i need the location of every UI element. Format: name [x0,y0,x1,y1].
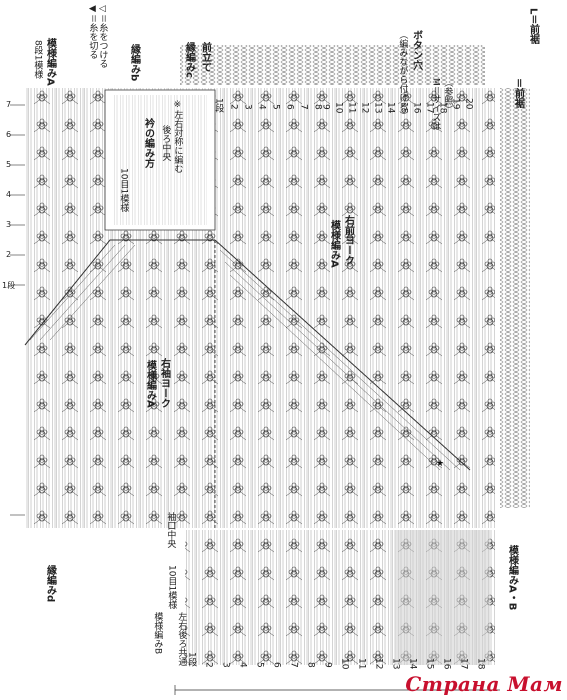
svg-text:★: ★ [436,459,444,469]
row-number-bottom: 15 [424,658,435,670]
row-number-top: 7 [298,104,309,110]
collar-label: 衿の編み方 [142,118,154,168]
row-number-top: 6 [284,104,295,110]
m-label: M＝サイズは [430,78,441,131]
pattern-b-note: 10目1模様 [118,168,129,213]
row-number-top: 9 [320,104,331,110]
row-number-bottom: 4 [237,662,248,668]
row-number-left: 6 [6,130,12,139]
front-hem-label: ＝前裾 [512,78,524,108]
row-number-left: 5 [6,160,12,169]
row-number-bottom: 7 [288,662,299,668]
row-number-top: 19 [450,98,461,110]
right-band-area [500,88,530,508]
row-number-top: 10 [333,102,344,114]
front-band-label: 前立て [199,42,211,72]
row-number-bottom: 2 [203,662,214,668]
center-back-note: 後ろ中央 [160,125,171,161]
l-front-hem-label: L＝前裾 [527,8,539,45]
row-number-bottom: 8 [305,662,316,668]
row-number-bottom: 17 [458,658,469,670]
right-front-yoke-pattern: 模様編みA [328,220,340,268]
pattern-b-bottom-label: 模様編みB [152,612,163,655]
row-number-left: 7 [6,100,12,109]
row-number-top: 8 [312,104,323,110]
row-number-top: 15 [398,102,409,114]
right-sleeve-yoke-pattern: 模様編みA [144,360,156,408]
row-number-top: 12 [359,102,370,114]
left-diagonal [24,239,215,346]
row-number-left: 3 [6,220,12,229]
right-sleeve-yoke-label: 右袖ヨーク [158,358,170,408]
row-number-left: 2 [6,250,12,259]
sleeve-center-note: 袖口中央 [165,512,176,548]
right-diagonal [214,239,471,471]
row-number-bottom: 9 [322,662,333,668]
pattern-b-label: 縁編みb [128,44,140,82]
buttonhole-label: ボタン穴 [410,30,422,70]
pattern-a-top-note: 8段1模様 [32,40,43,79]
row-number-top: 14 [385,102,396,114]
row-number-bottom: 10 [339,658,350,670]
row-number-top: 5 [270,104,281,110]
row-number-top: 11 [346,102,357,114]
main-chart-area [25,88,495,528]
row-number-bottom: 13 [390,658,401,670]
top-band-area [180,45,485,85]
pattern-b-bottom-note: 左右後ろ共通 [176,612,187,666]
yarn-attach-note: ◁＝糸をつける [97,4,108,69]
yarn-cut-note: ◀＝糸を切る [87,4,98,60]
row-number-bottom: 5 [254,662,265,668]
row-number-top: 2 [228,104,239,110]
pattern-c-label: 縁編みc [183,42,195,78]
pattern-d-label: 縁編みd [44,565,56,603]
row-number-left: 1段 [2,281,16,290]
row-number-bottom: 12 [373,658,384,670]
watermark-logo: Страна Мам [405,672,563,696]
row-number-top: 20 [463,98,474,110]
row-number-top: 4 [256,104,267,110]
row-number-bottom: 11 [356,658,367,670]
row-number-left: 4 [6,190,12,199]
row-number-bottom: 3 [220,662,231,668]
row-number-bottom: 1段 [186,652,197,667]
left-right-note: ※左右対称に編む [172,100,183,173]
pattern-ab-label: 模様編みA・B [506,545,518,611]
row-number-bottom: 14 [407,658,418,670]
row-number-top: 13 [372,102,383,114]
row-number-bottom: 16 [441,658,452,670]
row-number-top: 3 [242,104,253,110]
row-number-top: 16 [411,102,422,114]
right-front-yoke-label: 右前ヨーク [342,215,354,265]
row-number-bottom: 18 [475,658,486,670]
buttonhole-note: （編みながら付ける） [397,30,408,120]
shaded-area [395,530,490,665]
row-number-top: 1段 [213,98,224,113]
pattern-a-top-label: 模様編みA [44,38,56,86]
row-number-top: 18 [437,102,448,114]
m-label2: （参照） [442,78,453,114]
row-number-top: 17 [424,102,435,114]
row-number-bottom: 6 [271,662,282,668]
bottom-pattern-note: 10目1模様 [166,565,177,610]
